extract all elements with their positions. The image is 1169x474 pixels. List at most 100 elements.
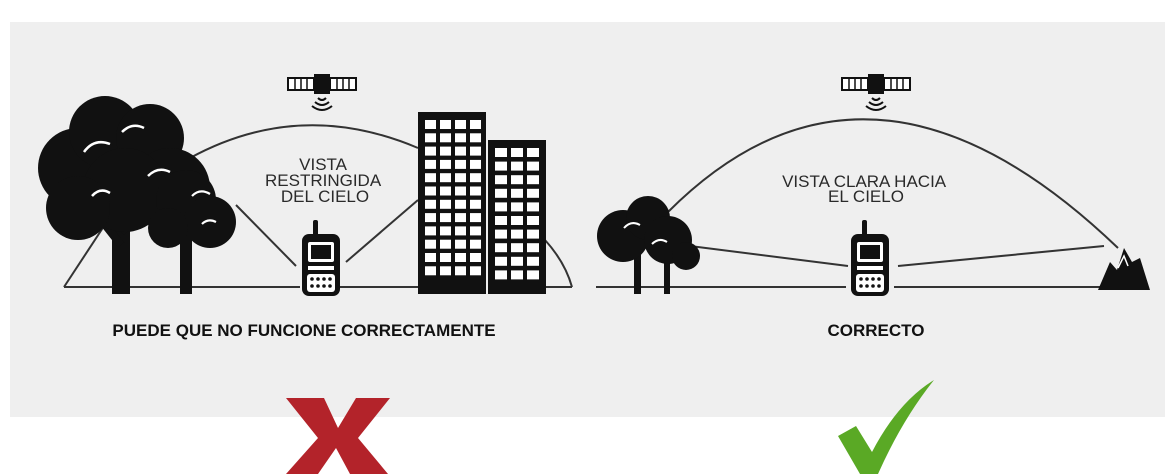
building-window [511,188,523,198]
building-window [455,199,466,209]
sky-arc-line [667,118,1119,249]
building-window [440,253,451,262]
building-window [440,146,451,156]
building-window [440,186,451,196]
sight-line [63,219,109,288]
building-window [511,243,523,253]
building-window [455,173,466,183]
building-window [470,146,481,156]
left-scene: VISTA RESTRINGIDA DEL CIELO PUEDE QUE NO… [38,72,573,340]
building-window [527,202,539,212]
building-window [495,243,507,253]
restricted-sky-label: VISTA RESTRINGIDA DEL CIELO [265,155,385,206]
tree-icon [597,196,700,294]
sight-line [544,239,573,288]
building-window [455,159,466,169]
building-window [527,161,539,171]
sky-label-line: EL CIELO [828,187,904,206]
building-window [511,229,523,239]
building-window [455,253,466,262]
building-window [470,253,481,262]
building-window [425,199,436,209]
building-window [425,239,436,249]
building-window [425,266,436,276]
building-window [455,266,466,276]
building-window [495,229,507,239]
building-window [425,226,436,236]
building-window [527,175,539,185]
mountain-icon [1098,248,1150,290]
clear-sky-label: VISTA CLARA HACIA EL CIELO [782,172,950,206]
building-window [527,256,539,266]
building-window [470,213,481,223]
sky-label-line: VISTA CLARA HACIA [782,172,947,191]
building-window [440,239,451,249]
building-window [440,266,451,276]
building-window [455,146,466,156]
building-window [511,161,523,171]
red-x-icon [286,398,390,474]
left-caption: PUEDE QUE NO FUNCIONE CORRECTAMENTE [112,321,495,340]
building-window [527,216,539,225]
building-window [440,199,451,209]
building-window [470,199,481,209]
building-window [425,133,436,143]
building-window [425,253,436,262]
sight-line [345,199,419,263]
building-window [425,186,436,196]
building-window [440,159,451,169]
building-window [470,239,481,249]
small-tree-icon [148,170,236,294]
building-window [495,175,507,185]
building-window [455,239,466,249]
building-window [440,226,451,236]
building-window [440,133,451,143]
building-window [527,188,539,198]
building-window [470,186,481,196]
building-window [470,133,481,143]
building-window [511,148,523,157]
building-window [440,120,451,129]
building-window [511,216,523,225]
sky-label-line: RESTRINGIDA [265,171,382,190]
building-window [425,213,436,223]
building-window [440,173,451,183]
right-scene: VISTA CLARA HACIA EL CIELO CORRECTO [596,72,1150,340]
building-window [511,256,523,266]
building-window [527,148,539,157]
building-window [455,133,466,143]
sky-arc-line [189,124,419,159]
large-tree-icon [38,96,210,294]
building-window [440,213,451,223]
green-checkmark-icon [838,380,934,474]
building-window [511,175,523,185]
building-window [470,120,481,129]
building-window [425,173,436,183]
sight-line [897,245,1105,267]
sky-label-line: DEL CIELO [281,187,369,206]
building-window [495,148,507,157]
building-window [425,159,436,169]
building-window [495,270,507,280]
building-window [425,146,436,156]
sight-line [689,245,849,267]
building-window [455,186,466,196]
building-window [470,159,481,169]
building-window [511,270,523,280]
building-window [495,202,507,212]
building-window [455,226,466,236]
building-window [470,173,481,183]
building-window [527,270,539,280]
building-window [495,161,507,171]
building-window [455,120,466,129]
building-window [495,188,507,198]
building-window [511,202,523,212]
building-window [495,216,507,225]
building-window [470,226,481,236]
building-window [455,213,466,223]
right-caption: CORRECTO [828,321,925,340]
building-window [527,229,539,239]
sky-label-line: VISTA [299,155,348,174]
sight-line [235,204,297,267]
